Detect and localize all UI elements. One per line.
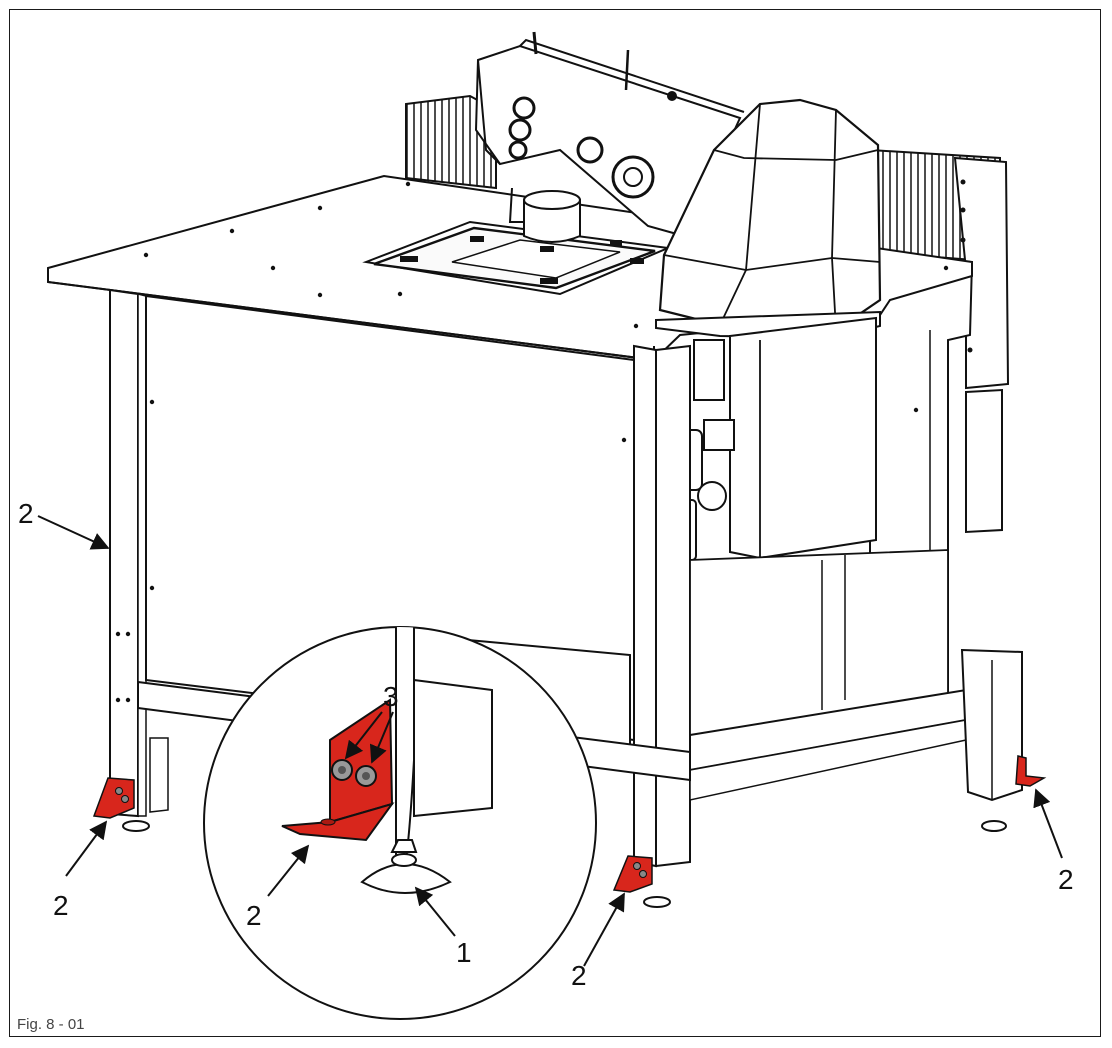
callout-2-left-upper: 2 xyxy=(18,498,34,529)
figure-frame xyxy=(9,9,1101,1037)
leader-arrows xyxy=(37,515,1063,967)
head-cover xyxy=(655,98,882,340)
callout-2-center: 2 xyxy=(571,960,587,991)
figure-caption: Fig. 8 - 01 xyxy=(17,1016,85,1033)
sewing-head xyxy=(474,31,745,243)
levelling-feet xyxy=(122,820,1007,908)
clamp-plate xyxy=(362,220,672,296)
callout-3-screws: 3 xyxy=(383,681,399,712)
detail-magnifier xyxy=(203,626,597,1020)
callout-2-right: 2 xyxy=(1058,864,1074,895)
callout-2-detail: 2 xyxy=(246,900,262,931)
callout-1-foot: 1 xyxy=(456,937,472,968)
mounting-brackets xyxy=(92,755,1047,893)
callout-2-left-lower: 2 xyxy=(53,890,69,921)
control-box xyxy=(729,316,877,560)
